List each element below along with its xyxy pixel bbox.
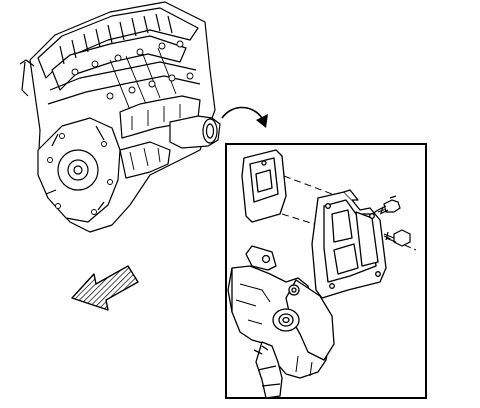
bolt-upper (371, 195, 401, 215)
exhaust-manifold-flange (227, 245, 335, 399)
bolt-lower (383, 229, 411, 247)
exhaust-outlet (169, 115, 221, 149)
callout-arrow (221, 106, 268, 128)
lower-gasket (311, 189, 387, 299)
upper-gasket (241, 149, 287, 223)
direction-arrow (71, 265, 139, 311)
engine-block (19, 1, 216, 233)
